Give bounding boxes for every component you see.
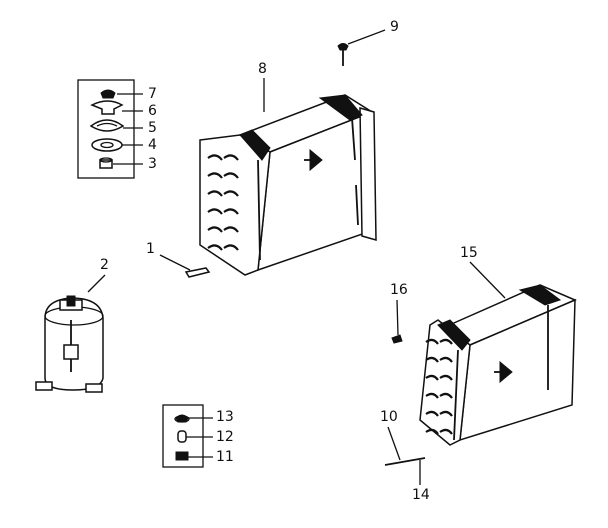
callout-7: 7 xyxy=(148,86,157,102)
callout-14: 14 xyxy=(412,487,430,503)
part-2-compressor xyxy=(35,274,106,393)
part-9-screw xyxy=(337,29,386,66)
condenser-coil xyxy=(419,261,577,446)
hardware-kit-lower xyxy=(162,404,213,468)
coil-tubes-lower xyxy=(425,338,453,435)
callout-4: 4 xyxy=(148,137,157,153)
part-1-fitting xyxy=(184,267,211,278)
kit-box-upper xyxy=(77,79,135,179)
hardware-kit-upper xyxy=(77,79,143,179)
callout-13: 13 xyxy=(216,409,234,425)
callout-9: 9 xyxy=(390,19,399,35)
evaporator-coil xyxy=(159,78,377,278)
callout-16: 16 xyxy=(390,282,408,298)
part-10-tube xyxy=(384,426,426,466)
callout-12: 12 xyxy=(216,429,234,445)
callout-2: 2 xyxy=(100,257,109,273)
part-5-grommet xyxy=(89,119,125,132)
coil-tubes-upper xyxy=(207,154,239,251)
part-16-screw xyxy=(391,299,403,344)
callout-8: 8 xyxy=(258,61,267,77)
callout-11: 11 xyxy=(216,449,234,465)
part-11-grommet xyxy=(175,451,189,461)
callout-6: 6 xyxy=(148,103,157,119)
callout-15: 15 xyxy=(460,245,478,261)
part-6-mount xyxy=(90,100,124,115)
callout-10: 10 xyxy=(380,409,398,425)
callout-5: 5 xyxy=(148,120,157,136)
callout-1: 1 xyxy=(146,241,155,257)
part-7-nut xyxy=(100,89,116,99)
callout-3: 3 xyxy=(148,156,157,172)
part-12-spacer xyxy=(177,430,187,443)
part-4-washer xyxy=(91,138,123,152)
